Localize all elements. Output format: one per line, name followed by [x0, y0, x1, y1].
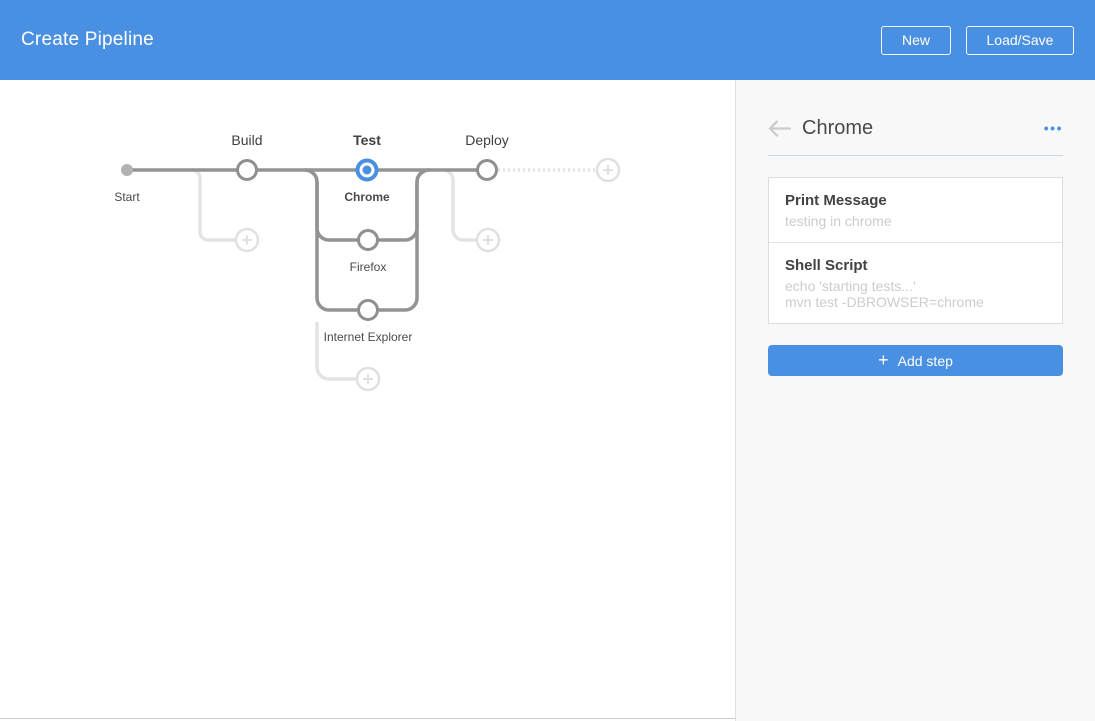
page-title: Create Pipeline	[21, 29, 154, 50]
panel-title: Chrome	[802, 116, 874, 139]
content-area: Build Test Deploy Start Chrome Firefox I…	[0, 80, 1095, 721]
add-branch-button-build[interactable]	[234, 227, 260, 253]
stage-label-deploy: Deploy	[465, 132, 509, 148]
connector-add-branch-test	[315, 322, 356, 381]
add-connectors	[191, 168, 597, 381]
connector-add-branch-build	[191, 168, 236, 242]
panel-header-divider	[768, 155, 1063, 156]
header-actions: New Load/Save	[881, 25, 1074, 55]
steps-list: Print Message testing in chrome Shell Sc…	[768, 177, 1063, 324]
stage-node-build[interactable]	[236, 159, 258, 181]
start-node	[121, 164, 133, 176]
pipeline-graph: Build Test Deploy Start Chrome Firefox I…	[114, 132, 621, 392]
more-menu-button[interactable]: •••	[1044, 121, 1063, 135]
pipeline-canvas: Build Test Deploy Start Chrome Firefox I…	[0, 80, 735, 721]
pipeline-connectors	[127, 168, 487, 312]
step-title: Print Message	[785, 192, 887, 209]
new-button[interactable]: New	[881, 25, 951, 55]
step-detail: testing in chrome	[785, 213, 892, 229]
step-row-shell-script[interactable]: Shell Script echo 'starting tests...' mv…	[769, 242, 1062, 323]
start-label: Start	[114, 190, 140, 204]
stage-node-deploy[interactable]	[476, 159, 498, 181]
branch-label-ie: Internet Explorer	[324, 330, 413, 344]
add-stage-button[interactable]	[595, 157, 621, 183]
stage-label-build: Build	[231, 132, 262, 148]
add-step-button[interactable]: + Add step	[768, 345, 1063, 376]
back-button[interactable]	[768, 119, 792, 137]
add-buttons	[234, 157, 621, 392]
step-title: Shell Script	[785, 257, 868, 274]
branch-label-chrome: Chrome	[344, 190, 390, 204]
step-detail: echo 'starting tests...' mvn test -DBROW…	[785, 278, 984, 310]
add-step-label: Add step	[897, 352, 953, 369]
branch-node-ie[interactable]	[357, 299, 379, 321]
add-branch-button-deploy[interactable]	[475, 227, 501, 253]
branch-label-firefox: Firefox	[350, 260, 387, 274]
ellipsis-icon: •••	[1043, 120, 1063, 136]
panel-header: Chrome •••	[768, 114, 1063, 142]
branch-detail-panel: Chrome ••• Print Message testing in chro…	[735, 80, 1095, 721]
branch-node-chrome[interactable]	[355, 158, 379, 182]
connector-add-branch-deploy	[442, 168, 476, 242]
plus-icon: +	[878, 349, 889, 370]
add-branch-button-test[interactable]	[355, 366, 381, 392]
branch-node-firefox[interactable]	[357, 229, 379, 251]
stage-label-test: Test	[353, 132, 381, 148]
app-header: Create Pipeline New Load/Save	[0, 0, 1095, 80]
load-save-button[interactable]: Load/Save	[966, 25, 1074, 55]
arrow-left-icon	[768, 119, 791, 137]
step-row-print-message[interactable]: Print Message testing in chrome	[769, 178, 1062, 242]
